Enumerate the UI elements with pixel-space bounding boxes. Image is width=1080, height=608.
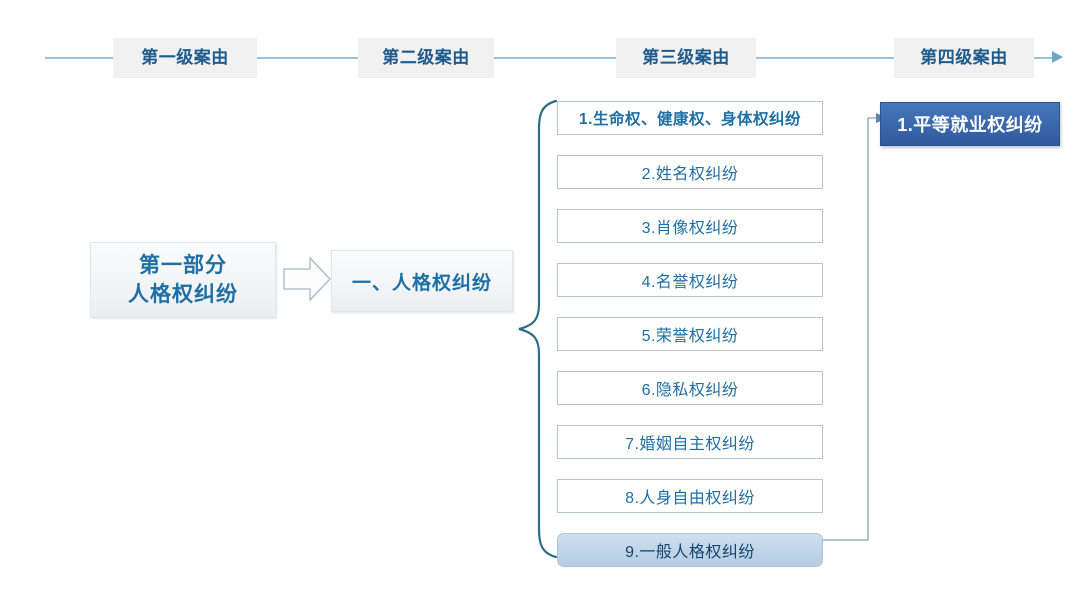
connector-item9-to-level4	[822, 113, 888, 541]
level-4-node-label: 1.平等就业权纠纷	[897, 115, 1043, 135]
level-3-item-3[interactable]: 3.肖像权纠纷	[557, 209, 823, 243]
level-3-item-2[interactable]: 2.姓名权纠纷	[557, 155, 823, 189]
level-1-node-line2: 人格权纠纷	[128, 283, 238, 306]
header-timeline-rule	[45, 57, 1057, 59]
level-4-node[interactable]: 1.平等就业权纠纷	[880, 102, 1060, 146]
block-arrow-right-icon	[283, 256, 331, 302]
header-arrow-icon	[1052, 51, 1063, 63]
level-1-node-line1: 第一部分	[139, 254, 227, 277]
level-3-item-4[interactable]: 4.名誉权纠纷	[557, 263, 823, 297]
group-brace-icon	[518, 99, 558, 559]
level-3-item-1[interactable]: 1.生命权、健康权、身体权纠纷	[557, 101, 823, 135]
header-level-1-label: 第一级案由	[113, 38, 257, 78]
level-3-item-7[interactable]: 7.婚姻自主权纠纷	[557, 425, 823, 459]
level-3-item-8[interactable]: 8.人身自由权纠纷	[557, 479, 823, 513]
level-3-item-9[interactable]: 9.一般人格权纠纷	[557, 533, 823, 567]
level-3-item-5[interactable]: 5.荣誉权纠纷	[557, 317, 823, 351]
level-2-node[interactable]: 一、人格权纠纷	[331, 250, 513, 312]
level-1-node[interactable]: 第一部分 人格权纠纷	[90, 242, 276, 318]
level-2-node-label: 一、人格权纠纷	[351, 272, 492, 294]
header-level-4-label: 第四级案由	[894, 38, 1034, 78]
header-level-2-label: 第二级案由	[358, 38, 494, 78]
header-level-3-label: 第三级案由	[616, 38, 756, 78]
level-3-item-6[interactable]: 6.隐私权纠纷	[557, 371, 823, 405]
